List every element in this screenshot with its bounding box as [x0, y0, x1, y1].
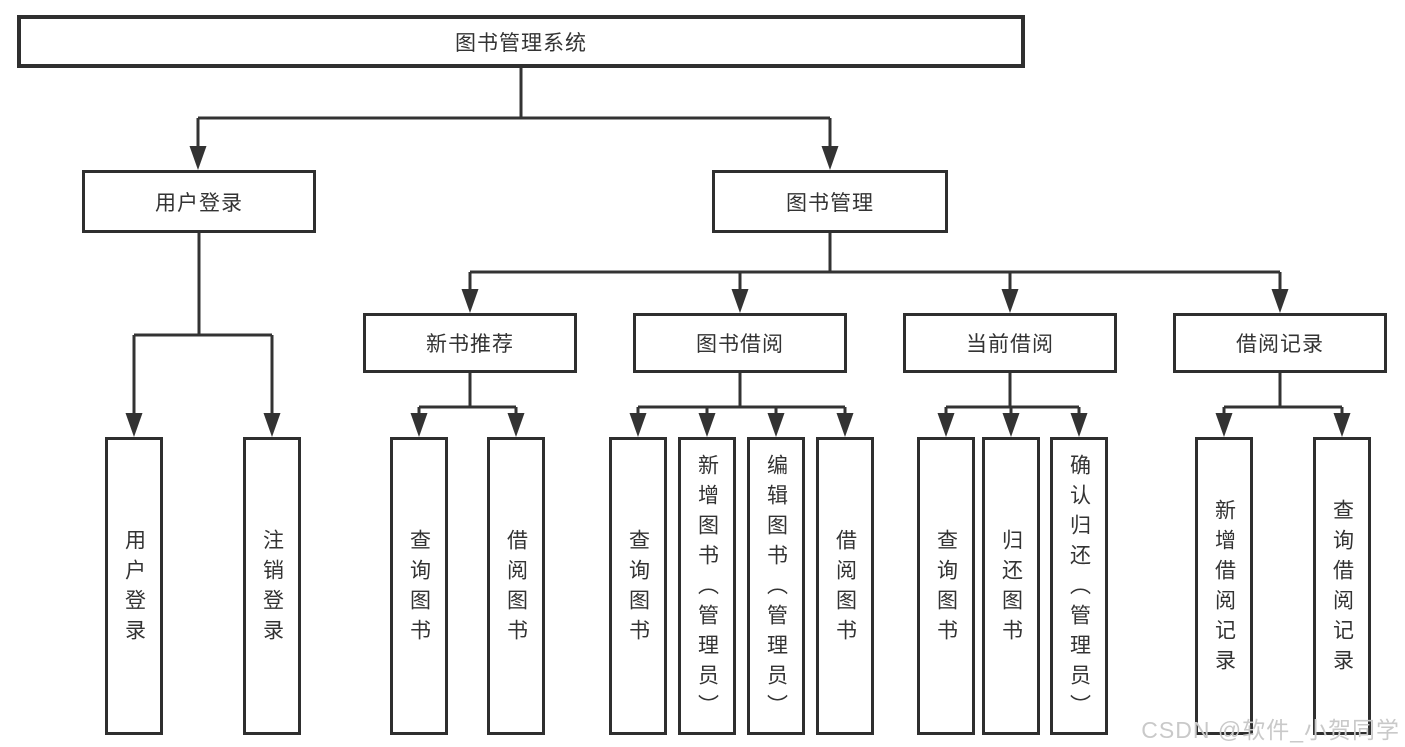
leaf-borrow-query-books: 查询图书	[609, 437, 667, 735]
leaf-logout: 注销登录	[243, 437, 301, 735]
node-new-book-recommend: 新书推荐	[363, 313, 577, 373]
leaf-borrow-borrow-books: 借阅图书	[816, 437, 874, 735]
leaf-borrow-edit-book-admin: 编辑图书（管理员）	[747, 437, 805, 735]
node-borrow-records: 借阅记录	[1173, 313, 1387, 373]
node-root: 图书管理系统	[17, 15, 1025, 68]
arrowheads	[125, 146, 1351, 437]
leaf-records-add-record: 新增借阅记录	[1195, 437, 1253, 735]
leaf-current-return-books: 归还图书	[982, 437, 1040, 735]
leaf-recommend-query-books: 查询图书	[390, 437, 448, 735]
connector-segments	[132, 67, 1344, 417]
csdn-watermark: CSDN @软件_小贺同学	[1141, 717, 1400, 743]
node-book-management: 图书管理	[712, 170, 948, 233]
leaf-borrow-add-book-admin: 新增图书（管理员）	[678, 437, 736, 735]
node-user-login: 用户登录	[82, 170, 316, 233]
leaf-recommend-borrow-books: 借阅图书	[487, 437, 545, 735]
leaf-current-confirm-return-admin: 确认归还（管理员）	[1050, 437, 1108, 735]
node-current-borrow: 当前借阅	[903, 313, 1117, 373]
node-book-borrow: 图书借阅	[633, 313, 847, 373]
leaf-current-query-books: 查询图书	[917, 437, 975, 735]
leaf-user-login: 用户登录	[105, 437, 163, 735]
leaf-records-query-record: 查询借阅记录	[1313, 437, 1371, 735]
